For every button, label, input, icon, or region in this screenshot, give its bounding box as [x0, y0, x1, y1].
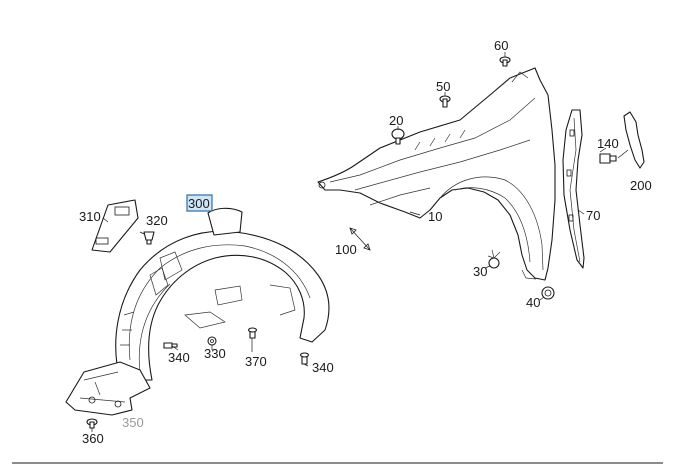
label-360[interactable]: 360: [82, 431, 104, 446]
label-340-right[interactable]: 340: [312, 360, 334, 375]
label-200[interactable]: 200: [630, 178, 652, 193]
nut-40-part[interactable]: [541, 286, 555, 300]
label-320[interactable]: 320: [146, 213, 168, 228]
label-40[interactable]: 40: [526, 295, 540, 310]
seal-strip-part[interactable]: [623, 111, 645, 169]
dimension-arrow-100: [349, 227, 371, 251]
leader-lines: [91, 52, 629, 432]
screw-140-part[interactable]: [599, 153, 617, 164]
label-330[interactable]: 330: [204, 346, 226, 361]
label-140[interactable]: 140: [597, 136, 619, 151]
fender-bracket-part[interactable]: [562, 109, 585, 269]
label-350[interactable]: 350: [122, 415, 144, 430]
label-50[interactable]: 50: [436, 79, 450, 94]
clip-320-part[interactable]: [143, 231, 155, 245]
screw-360-part[interactable]: [86, 418, 98, 429]
nut-330-part[interactable]: [207, 336, 217, 346]
label-60[interactable]: 60: [494, 38, 508, 53]
wheel-arch-liner-part[interactable]: [115, 207, 330, 381]
label-10[interactable]: 10: [428, 209, 442, 224]
screw-370-part[interactable]: [247, 327, 258, 339]
label-30[interactable]: 30: [473, 264, 487, 279]
label-310[interactable]: 310: [79, 209, 101, 224]
splash-guard-part[interactable]: [91, 199, 139, 253]
screw-50-part[interactable]: [439, 95, 451, 108]
screw-340a-part[interactable]: [163, 342, 178, 349]
label-70[interactable]: 70: [586, 208, 600, 223]
label-100[interactable]: 100: [335, 242, 357, 257]
label-300[interactable]: 300: [188, 196, 210, 211]
label-20[interactable]: 20: [389, 113, 403, 128]
highlight-box-300: [186, 194, 213, 212]
clip-60-part[interactable]: [499, 56, 511, 67]
under-panel-part[interactable]: [65, 361, 151, 416]
fender-part[interactable]: [317, 67, 556, 281]
screw-340b-part[interactable]: [299, 352, 310, 365]
clip-30-part[interactable]: [487, 249, 501, 269]
label-370[interactable]: 370: [245, 354, 267, 369]
label-340-left[interactable]: 340: [168, 350, 190, 365]
